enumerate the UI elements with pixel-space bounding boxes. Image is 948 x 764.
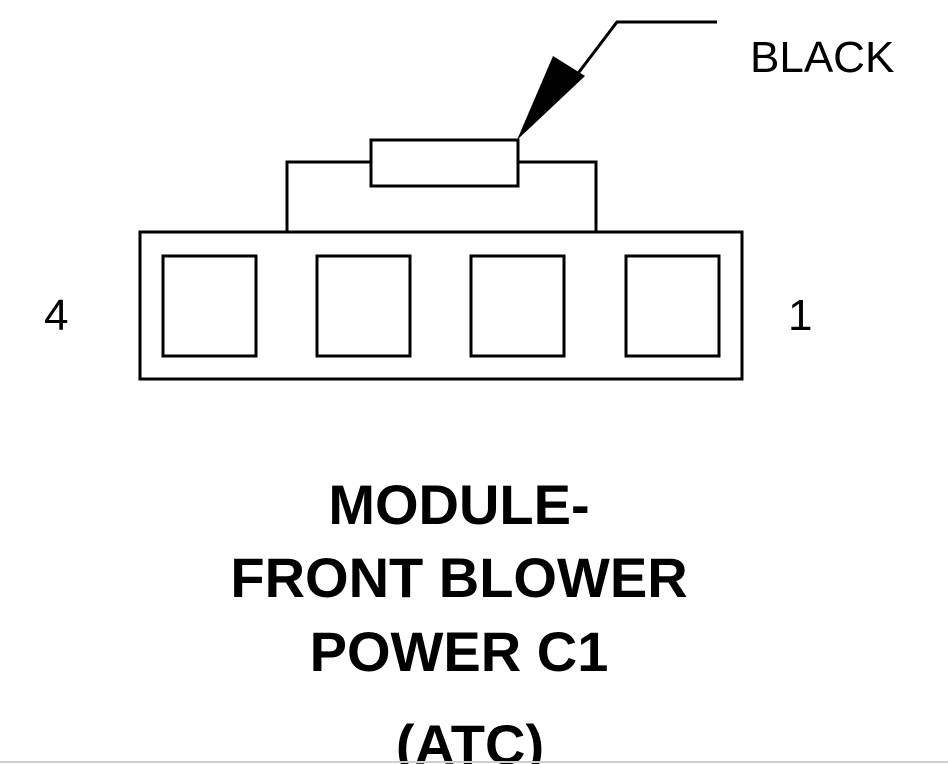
pin-label-right: 1 bbox=[788, 291, 812, 340]
connector-latch bbox=[369, 138, 520, 188]
latch-bracket bbox=[285, 160, 371, 232]
leader-line bbox=[571, 20, 717, 81]
title-line-4: (ATC) bbox=[396, 713, 544, 764]
cavity-3 bbox=[315, 254, 412, 358]
cavity-2 bbox=[469, 254, 566, 358]
cavity-1 bbox=[624, 254, 721, 358]
title-line-3: POWER C1 bbox=[310, 620, 609, 683]
cavity-4 bbox=[161, 254, 258, 358]
leader-arrowhead bbox=[517, 56, 585, 140]
latch-bracket-right bbox=[518, 160, 598, 232]
pin-label-left: 4 bbox=[44, 291, 68, 340]
color-label: BLACK bbox=[750, 33, 894, 82]
title-line-1: MODULE- bbox=[328, 473, 589, 536]
title-line-2: FRONT BLOWER bbox=[230, 546, 687, 609]
